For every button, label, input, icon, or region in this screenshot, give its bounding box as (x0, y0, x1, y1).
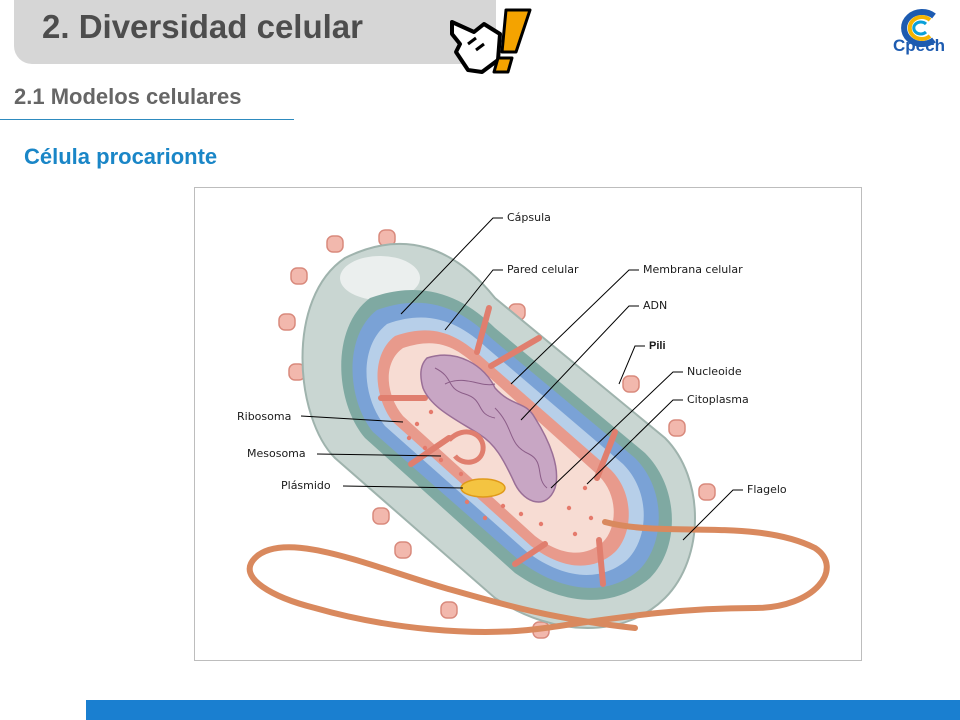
logo-text: Cpech (893, 36, 945, 55)
title-tab (14, 0, 496, 64)
label-flagelo: Flagelo (747, 483, 787, 496)
cell-illustration: Cápsula Pared celular Membrana celular A… (237, 211, 830, 639)
label-pili: Pili (649, 340, 666, 352)
section-subtitle: 2.1 Modelos celulares (14, 84, 242, 109)
label-capsula: Cápsula (507, 211, 551, 224)
flagellum (246, 519, 830, 635)
mesosome (447, 429, 486, 465)
prokaryotic-cell-diagram: Cápsula Pared celular Membrana celular A… (194, 187, 862, 661)
plasmid (460, 478, 506, 498)
label-nucleoide: Nucleoide (687, 365, 742, 378)
nucleoid (420, 354, 558, 503)
footer-bar (86, 700, 960, 720)
cpech-logo-icon (901, 9, 936, 47)
label-pared-celular: Pared celular (507, 263, 579, 276)
label-citoplasma: Citoplasma (687, 393, 749, 406)
page-title: 2. Diversidad celular (42, 8, 363, 45)
ribosomes (406, 409, 594, 537)
subtitle-divider (0, 119, 294, 120)
hand-pointer-exclamation-icon (450, 8, 532, 74)
label-membrana-celular: Membrana celular (643, 263, 743, 276)
label-ribosoma: Ribosoma (237, 410, 291, 423)
label-adn: ADN (643, 299, 667, 312)
leader-lines (300, 217, 743, 541)
label-plasmido: Plásmido (281, 479, 331, 492)
section-heading: Célula procarionte (24, 144, 218, 169)
label-mesosoma: Mesosoma (247, 447, 306, 460)
